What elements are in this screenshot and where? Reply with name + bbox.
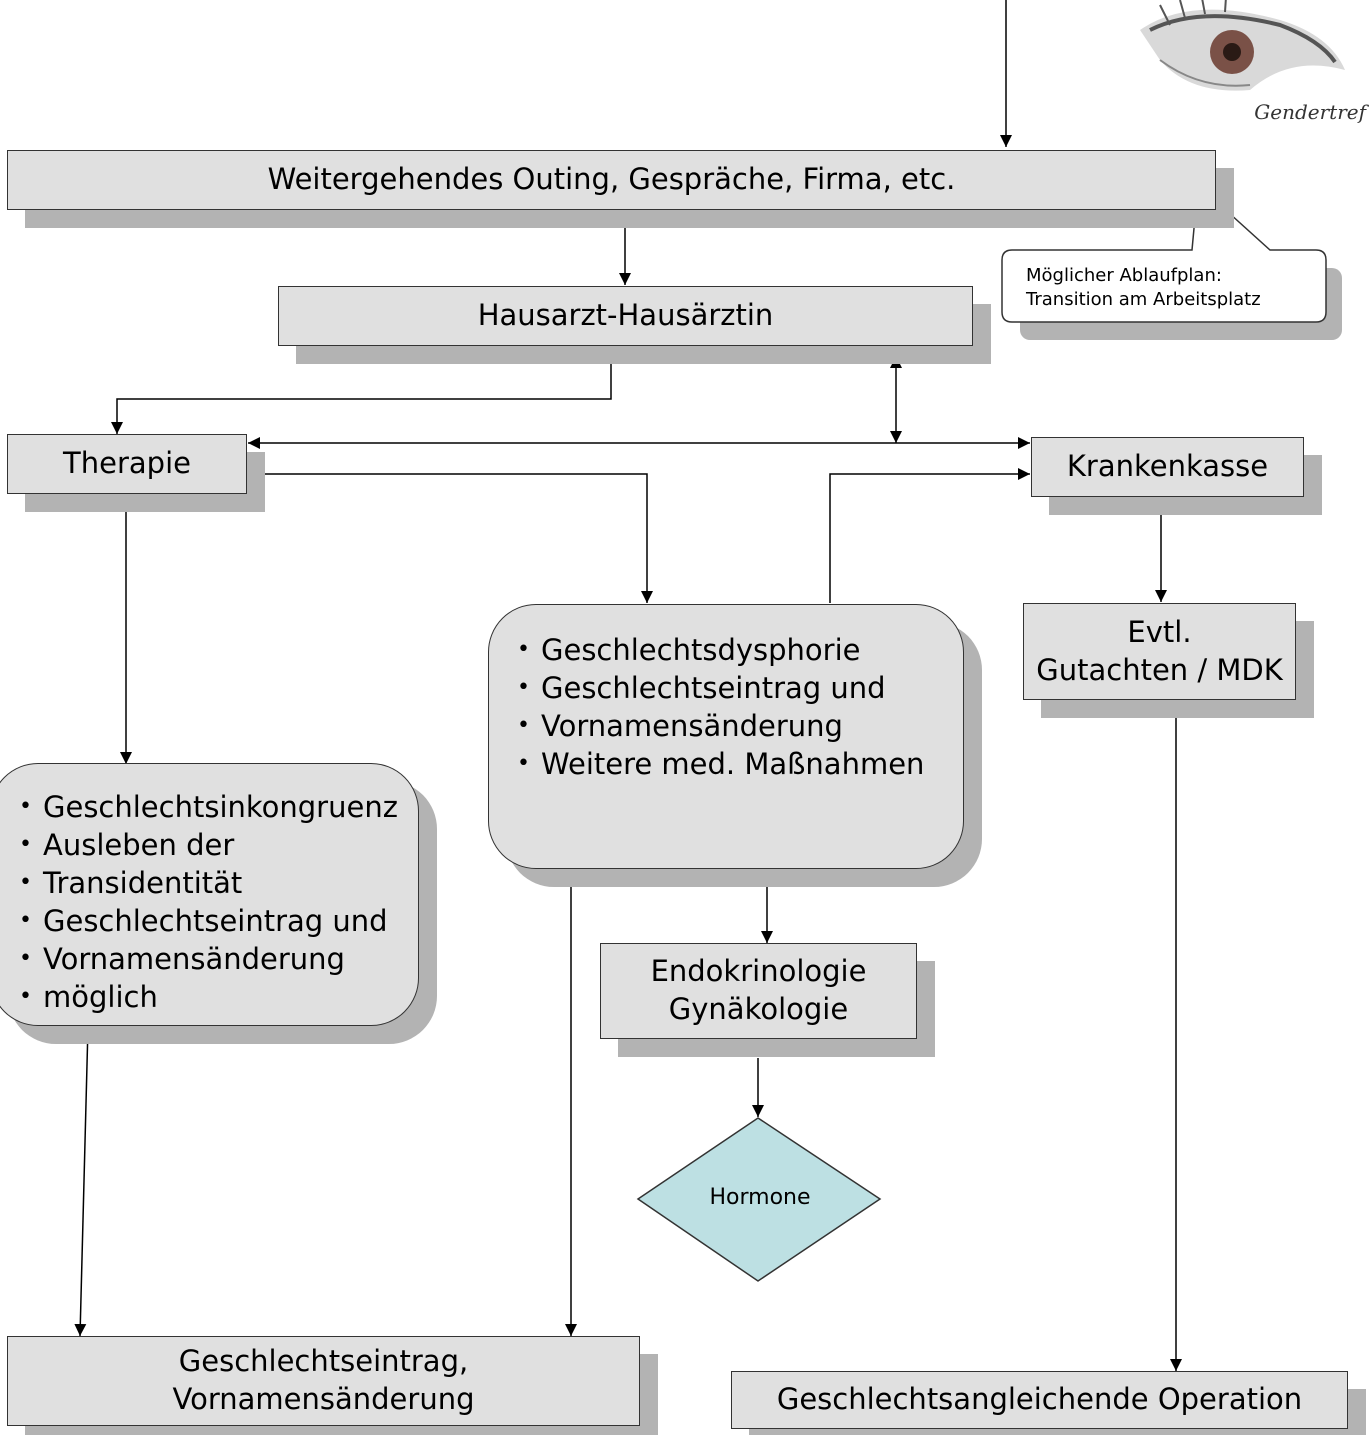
node-gutachten-line-1: Evtl. [1127, 614, 1192, 649]
callout-line-1: Möglicher Ablaufplan: [1026, 265, 1222, 286]
node-operation: Geschlechtsangleichende Operation [731, 1371, 1348, 1429]
left-list-item: Vornamensänderung [11, 940, 398, 978]
arrow-hausarzt-to-therapie [111, 358, 612, 434]
left-list-item: Geschlechtsinkongruenz [11, 788, 398, 826]
middle-list-item: Geschlechtsdysphorie [509, 631, 924, 669]
eye-icon [1140, 0, 1345, 91]
node-left-list: Geschlechtsinkongruenz Ausleben der Tran… [0, 763, 419, 1026]
left-list-item: Transidentität [11, 864, 398, 902]
node-outing: Weitergehendes Outing, Gespräche, Firma,… [7, 150, 1216, 210]
node-hausarzt: Hausarzt-Hausärztin [278, 286, 973, 346]
node-gutachten: Evtl. Gutachten / MDK [1023, 603, 1296, 700]
middle-list-item: Weitere med. Maßnahmen [509, 745, 924, 783]
node-eintrag-line-1: Geschlechtseintrag, [178, 1344, 469, 1379]
arrow-leftlist-to-eintrag [74, 1025, 89, 1337]
node-hausarzt-label: Hausarzt-Hausärztin [477, 298, 774, 333]
left-list-item: Ausleben der [11, 826, 398, 864]
middle-list-item: Geschlechtseintrag und [509, 669, 924, 707]
left-list-item: möglich [11, 978, 398, 1016]
callout-line-2: Transition am Arbeitsplatz [1026, 289, 1261, 310]
logo-text: Gendertref [1254, 100, 1366, 124]
node-therapie-label: Therapie [63, 446, 191, 481]
left-list-item: Geschlechtseintrag und [11, 902, 398, 940]
node-krankenkasse-label: Krankenkasse [1066, 449, 1269, 484]
hormone-label: Hormone [709, 1185, 811, 1210]
node-eintrag-line-2: Vornamensänderung [172, 1382, 475, 1416]
arrow-therapie-to-middle [246, 473, 653, 603]
middle-list-item: Vornamensänderung [509, 707, 924, 745]
node-outing-label: Weitergehendes Outing, Gespräche, Firma,… [267, 162, 956, 197]
node-krankenkasse: Krankenkasse [1031, 437, 1304, 497]
callout-text: Möglicher Ablaufplan: Transition am Arbe… [1026, 264, 1261, 312]
node-operation-label: Geschlechtsangleichende Operation [776, 1382, 1303, 1417]
node-endokrinologie-line-1: Endokrinologie [650, 954, 867, 989]
middle-bullet-list: Geschlechtsdysphorie Geschlechtseintrag … [509, 631, 924, 783]
node-endokrinologie-line-2: Gynäkologie [668, 992, 849, 1026]
left-bullet-list: Geschlechtsinkongruenz Ausleben der Tran… [11, 788, 398, 1016]
arrow-middle-to-krankenkasse [829, 468, 1030, 603]
node-gutachten-line-2: Gutachten / MDK [1036, 652, 1283, 687]
node-middle-list: Geschlechtsdysphorie Geschlechtseintrag … [488, 604, 964, 869]
node-eintrag: Geschlechtseintrag, Vornamensänderung [7, 1336, 640, 1426]
node-therapie: Therapie [7, 434, 247, 494]
node-endokrinologie: Endokrinologie Gynäkologie [600, 943, 917, 1039]
